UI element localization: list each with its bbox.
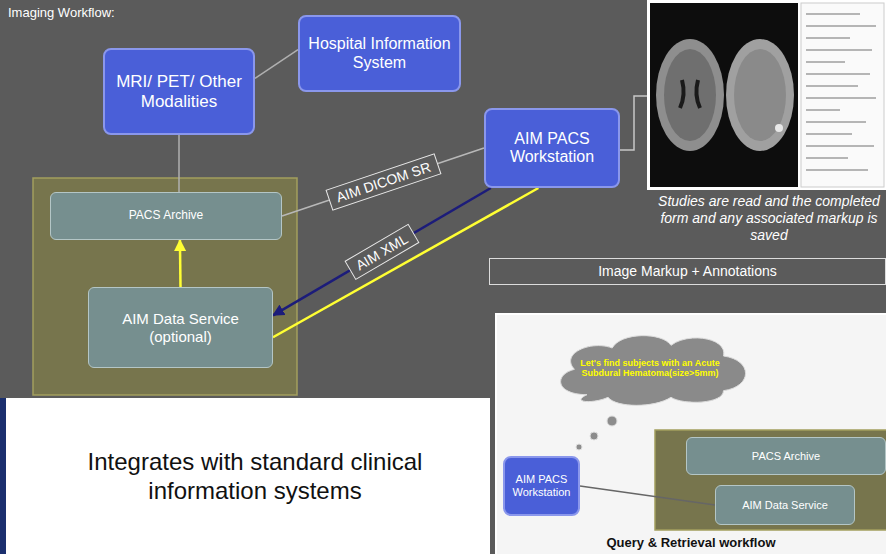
diagram-title: Imaging Workflow: [8,5,115,20]
ventricle [680,80,700,108]
thought-bubble [590,432,598,440]
modality-box: MRI/ PET/ Other Modalities [103,48,255,135]
archive-group [655,430,886,530]
node-text: Hospital Information System [306,35,453,72]
node-text: PACS Archive [129,209,203,223]
service-box: AIM Data Service (optional) [88,287,273,368]
mri-panel [650,3,798,187]
thought-bubble [607,416,617,426]
note-text: Query & Retrieval workflow [497,535,885,551]
workstation-box: AIM PACS Workstation [503,456,580,516]
connector [178,135,180,192]
workstation-box: AIM PACS Workstation [484,108,620,188]
brain-slice [664,49,716,141]
connector [255,50,298,79]
node-text: MRI/ PET/ Other Modalities [111,72,247,111]
node-text: AIM Data Service (optional) [95,310,266,345]
white-panel [0,398,490,554]
connector [580,486,715,505]
node-text: AIM Data Service [742,499,828,512]
connector [273,188,538,337]
caption-box: Image Markup + Annotations [489,258,886,285]
thought-bubble [576,444,582,450]
side-strip [0,398,6,554]
brain-slice [734,49,786,141]
brain-slice [726,39,794,151]
form-panel [801,3,884,187]
archive-box: PACS Archive [686,437,886,475]
thought-cloud: Let's find subjects with an Acute Subdur… [545,328,755,408]
note-text: Integrates with standard clinical inform… [40,448,470,506]
connector [179,240,182,287]
node-text: Image Markup + Annotations [598,263,777,279]
screenshot-frame [647,0,886,190]
leader-line [620,96,647,150]
node-text: PACS Archive [752,450,820,463]
node-text: AIM PACS Workstation [492,130,612,167]
cloud-outline [561,336,746,406]
connector [282,148,484,216]
system-box: Hospital Information System [298,15,461,92]
lesion-markup [775,124,783,132]
edge-label: AIM DICOM SR [325,153,441,210]
query-inset [496,314,886,554]
archive-group [33,178,297,395]
brain-slice [656,39,724,151]
edge-label: AIM XML [345,224,420,280]
screenshot-illustration [647,0,886,190]
note-text: Studies are read and the completed form … [655,193,883,243]
connector [273,188,491,315]
archive-box: PACS Archive [50,192,282,240]
form-lines [806,14,876,170]
node-text: AIM PACS Workstation [511,473,572,498]
node-text: Let's find subjects with an Acute Subdur… [575,358,725,379]
service-box: AIM Data Service [715,485,855,525]
